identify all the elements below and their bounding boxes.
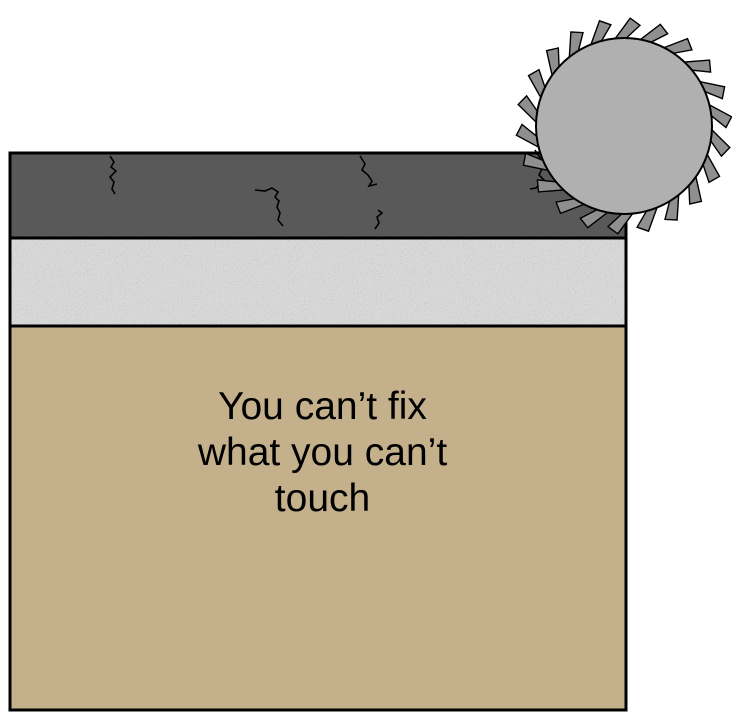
caption-line-1: You can’t fix	[110, 384, 535, 430]
caption-text: You can’t fix what you can’t touch	[110, 384, 535, 522]
caption-line-3: touch	[110, 476, 535, 522]
saw-blade-disc	[536, 38, 712, 214]
aggregate-texture	[11, 239, 625, 325]
caption-line-2: what you can’t	[110, 430, 535, 476]
